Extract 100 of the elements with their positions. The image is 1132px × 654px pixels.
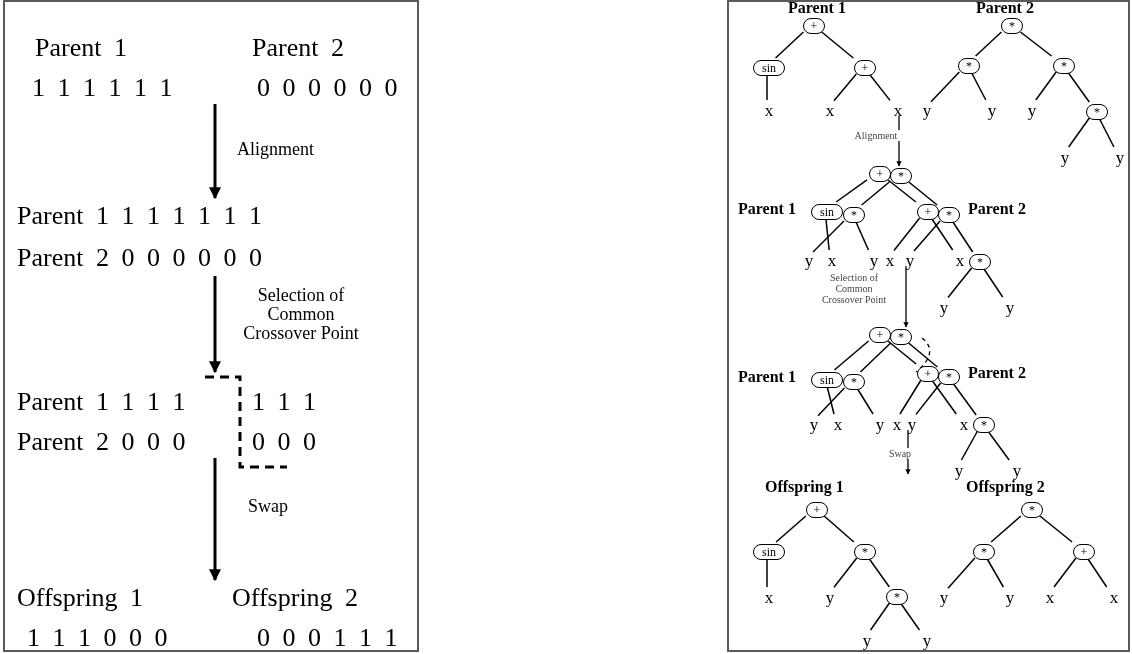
terminal-label: y <box>808 416 820 432</box>
edge-label: Alignment <box>237 140 314 159</box>
tree-branch <box>1019 31 1053 57</box>
tree-branch <box>899 379 922 415</box>
terminal-label: x <box>824 102 836 118</box>
tree-branch <box>1067 117 1091 148</box>
tree-branch <box>868 73 891 102</box>
tree-branch <box>860 181 891 206</box>
operator-node: * <box>958 58 980 74</box>
operator-node: * <box>938 207 960 223</box>
terminal-label: x <box>763 589 775 605</box>
terminal-label: x <box>884 252 896 268</box>
operator-node: + <box>917 366 939 382</box>
operator-node: + <box>869 166 891 182</box>
chromosome-label: Parent 1 1 1 1 1 1 1 <box>17 200 262 232</box>
terminal-label: y <box>921 632 933 648</box>
tree-heading: Offspring 1 <box>765 479 844 495</box>
operator-node: + <box>803 18 825 34</box>
tree-branch <box>869 602 891 631</box>
tree-branch <box>974 31 1003 57</box>
chromosome-label: 0 0 0 0 0 0 <box>257 72 398 104</box>
tree-branch <box>766 557 768 588</box>
tree-heading: Parent 2 <box>968 201 1026 217</box>
operator-node: * <box>890 168 912 184</box>
chromosome-label: Parent 1 <box>35 32 127 64</box>
terminal-label: y <box>986 102 998 118</box>
chromosome-label: 1 1 1 <box>252 386 316 418</box>
terminal-label: x <box>891 416 903 432</box>
terminal-label: y <box>953 462 965 478</box>
terminal-label: y <box>1004 589 1016 605</box>
terminal-label: x <box>832 416 844 432</box>
tree-branch <box>887 179 917 203</box>
tree-branch <box>1067 71 1090 103</box>
terminal-label: x <box>892 102 904 118</box>
operator-node: sin <box>811 372 843 388</box>
tree-branch <box>982 267 1004 298</box>
operator-node: * <box>1001 18 1023 34</box>
flow-arrow <box>209 104 221 200</box>
tree-heading: Parent 1 <box>738 201 796 217</box>
operator-node: * <box>973 544 995 560</box>
edge-label: Swap <box>248 497 288 516</box>
tree-branch <box>915 382 942 416</box>
tree-branch <box>987 430 1010 461</box>
tree-heading: Parent 2 <box>976 0 1034 16</box>
operator-node: + <box>1073 544 1095 560</box>
tree-branch <box>951 220 974 253</box>
tree-branch <box>907 342 939 368</box>
operator-node: sin <box>811 204 843 220</box>
terminal-label: y <box>906 416 918 432</box>
tree-branch <box>930 217 954 251</box>
terminal-label: x <box>763 102 775 118</box>
terminal-label: y <box>938 299 950 315</box>
tree-branch <box>854 220 870 251</box>
tree-branch <box>960 430 979 461</box>
tree-heading: Offspring 2 <box>966 479 1045 495</box>
operator-node: * <box>843 207 865 223</box>
operator-node: * <box>854 544 876 560</box>
operator-node: * <box>843 374 865 390</box>
tree-branch <box>859 342 892 373</box>
tree-branch <box>1098 117 1115 148</box>
tree-branch <box>1053 557 1077 588</box>
tree-heading: Parent 1 <box>738 369 796 385</box>
tree-branch <box>990 515 1022 543</box>
terminal-label: y <box>1026 102 1038 118</box>
terminal-label: y <box>803 252 815 268</box>
tree-branch <box>1039 515 1073 543</box>
chromosome-label: Offspring 2 <box>232 582 359 614</box>
tree-branch <box>887 340 917 365</box>
tree-branch <box>766 73 768 101</box>
operator-node: + <box>869 327 891 343</box>
tree-branch <box>774 31 805 59</box>
operator-node: + <box>917 204 939 220</box>
tree-branch <box>835 179 868 203</box>
tree-branch <box>820 31 855 59</box>
terminal-label: x <box>826 252 838 268</box>
tree-heading: Parent 1 <box>788 0 846 16</box>
tree-branch <box>899 602 921 631</box>
tree-branch <box>833 73 858 102</box>
tree-branch <box>826 385 835 415</box>
flow-arrow <box>209 458 221 582</box>
tree-branch <box>833 557 858 589</box>
terminal-label: y <box>874 416 886 432</box>
operator-node: sin <box>753 60 785 76</box>
terminal-label: y <box>921 102 933 118</box>
chromosome-label: 0 0 0 1 1 1 <box>257 622 398 654</box>
tree-branch <box>952 382 977 416</box>
chromosome-label: 1 1 1 0 0 0 <box>27 622 168 654</box>
panel-frame <box>3 0 419 652</box>
tree-branch <box>775 515 807 543</box>
tree-branch <box>930 71 961 103</box>
tree-branch <box>908 181 938 206</box>
flow-arrow <box>209 276 221 374</box>
operator-node: * <box>938 369 960 385</box>
flow-arrow <box>903 265 909 328</box>
tree-branch <box>1035 71 1057 101</box>
tree-branch <box>856 387 874 415</box>
operator-node: * <box>973 417 995 433</box>
tree-branch <box>867 557 891 588</box>
terminal-label: y <box>938 589 950 605</box>
chromosome-label: Parent 1 1 1 1 <box>17 386 186 418</box>
